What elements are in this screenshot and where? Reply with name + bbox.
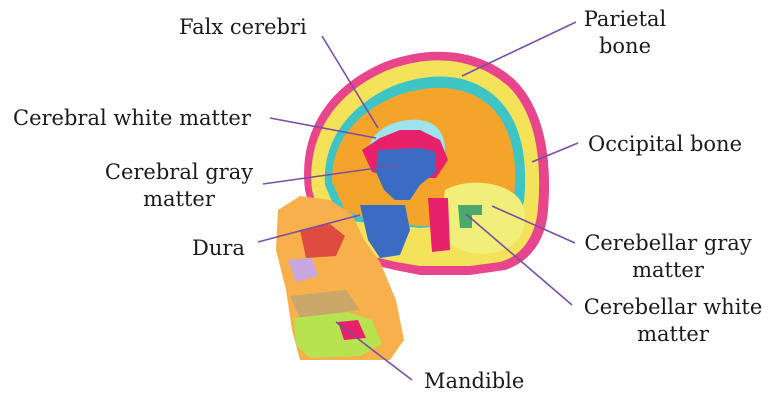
label-cerebral-gray-matter-line2: matter	[96, 186, 262, 213]
label-cerebral-gray-matter-line1: Cerebral gray	[96, 159, 262, 186]
leader-parietal	[462, 22, 576, 76]
label-cerebellar-white-matter: Cerebellar white matter	[578, 294, 768, 348]
label-mandible: Mandible	[424, 368, 524, 394]
label-cerebellar-white-matter-line1: Cerebellar white	[578, 294, 768, 321]
label-parietal-bone: Parietal bone	[580, 6, 670, 60]
label-parietal-bone-line2: bone	[580, 33, 670, 60]
label-cerebellar-gray-matter: Cerebellar gray matter	[578, 230, 758, 284]
cerebellum	[440, 183, 525, 254]
label-cerebral-white-matter: Cerebral white matter	[13, 105, 251, 132]
label-dura: Dura	[192, 235, 245, 262]
label-cerebral-gray-matter: Cerebral gray matter	[96, 159, 262, 213]
label-cerebellar-gray-matter-line2: matter	[578, 257, 758, 284]
label-parietal-bone-line1: Parietal	[580, 6, 670, 33]
label-falx-cerebri: Falx cerebri	[179, 14, 307, 41]
label-occipital-bone: Occipital bone	[588, 131, 742, 158]
label-cerebellar-gray-matter-line1: Cerebellar gray	[578, 230, 758, 257]
label-cerebellar-white-matter-line2: matter	[578, 321, 768, 348]
